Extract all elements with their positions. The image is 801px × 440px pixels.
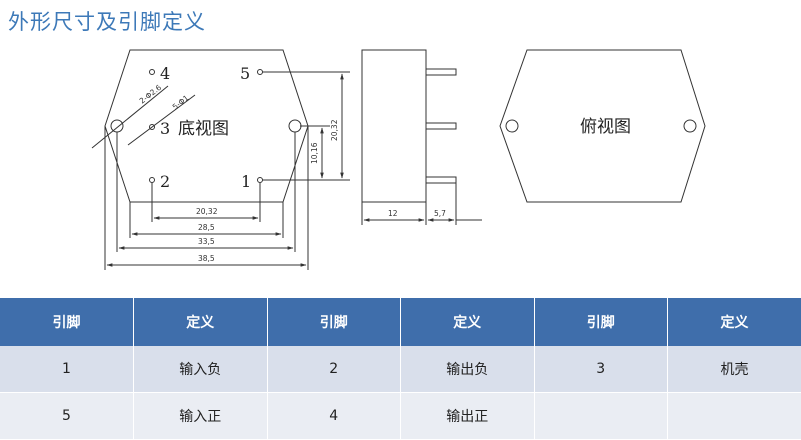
hole-dim-label: 2-Φ2.6	[138, 83, 164, 106]
pin-3-label: 3	[160, 119, 170, 138]
dim-20-32-horizontal: 20,32	[196, 207, 218, 216]
header-definition-1: 定义	[134, 298, 268, 346]
top-hole-left	[506, 120, 518, 132]
pin-5-dot	[258, 70, 263, 75]
pin-4-label: 4	[160, 64, 170, 83]
table-cell: 输出负	[401, 346, 535, 393]
header-pin-1: 引脚	[0, 298, 134, 346]
pin-1-label: 1	[241, 172, 251, 191]
dim-20-32-vertical: 20,32	[330, 119, 339, 141]
dim-28-5: 28,5	[198, 223, 215, 232]
table-header-row: 引脚 定义 引脚 定义 引脚 定义	[0, 298, 801, 346]
table-cell: 1	[0, 346, 134, 393]
header-definition-2: 定义	[401, 298, 535, 346]
mounting-hole-left	[111, 120, 123, 132]
table-row: 5 输入正 4 输出正	[0, 393, 801, 440]
table-cell: 5	[0, 393, 134, 440]
side-pin-top	[426, 69, 456, 75]
table-cell	[534, 393, 668, 440]
pin-5-label: 5	[240, 64, 250, 83]
table-row: 1 输入负 2 输出负 3 机壳	[0, 346, 801, 393]
header-pin-2: 引脚	[267, 298, 401, 346]
pin-definition-table: 引脚 定义 引脚 定义 引脚 定义 1 输入负 2 输出负 3 机壳 5 输入正…	[0, 298, 801, 440]
header-definition-3: 定义	[668, 298, 801, 346]
table-cell: 4	[267, 393, 401, 440]
table-cell: 输入正	[134, 393, 268, 440]
top-hole-right	[684, 120, 696, 132]
table-cell: 输出正	[401, 393, 535, 440]
header-pin-3: 引脚	[534, 298, 668, 346]
pin-2-label: 2	[160, 172, 170, 191]
side-view-body	[362, 50, 426, 202]
mounting-hole-right	[289, 120, 301, 132]
dim-38-5: 38,5	[198, 254, 215, 263]
dim-12: 12	[388, 209, 398, 218]
pin-4-dot	[150, 70, 155, 75]
dimension-drawing: 4 3 2 5 1 底视图 2-Φ2.6 5-Φ1 20,32 28,5 33,…	[0, 0, 801, 298]
pin-1-dot	[258, 178, 263, 183]
bottom-view-label: 底视图	[178, 119, 229, 139]
pin-dim-label: 5-Φ1	[171, 93, 191, 111]
side-view	[362, 50, 482, 225]
side-pin-bottom	[426, 177, 456, 183]
table-cell: 2	[267, 346, 401, 393]
table-cell: 机壳	[668, 346, 801, 393]
pin-2-dot	[150, 178, 155, 183]
table-cell	[668, 393, 801, 440]
dim-5-7: 5,7	[434, 209, 446, 218]
side-pin-middle	[426, 123, 456, 129]
dim-10-16: 10,16	[310, 142, 319, 164]
table-cell: 3	[534, 346, 668, 393]
table-cell: 输入负	[134, 346, 268, 393]
top-view-label: 俯视图	[580, 117, 631, 137]
dim-33-5: 33,5	[198, 237, 215, 246]
